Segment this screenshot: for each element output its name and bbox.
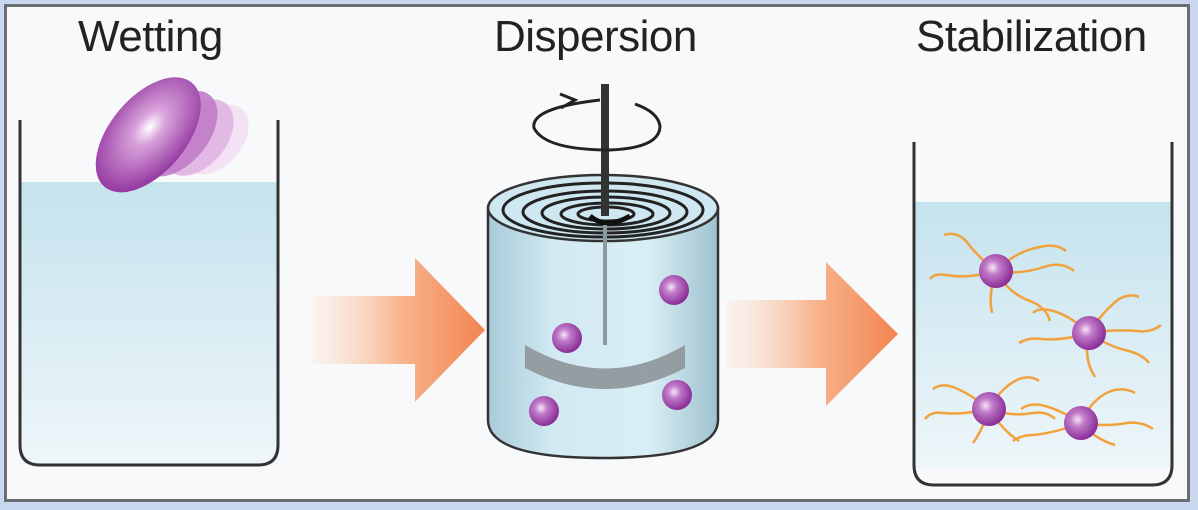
wetting-beaker-outline [18,120,280,467]
dispersion-mixer [486,173,720,460]
arrow-dispersion-to-stabilization [727,262,898,406]
stabilized-particle [1018,294,1162,378]
stage-label-dispersion: Dispersion [494,12,697,61]
stabilization-beaker-outline [912,142,1174,487]
wetting-liquid [20,182,278,464]
wetting-beaker [18,120,280,467]
arrow-wetting-to-dispersion [312,258,485,402]
dispersed-particle [529,396,559,426]
stabilized-particle [928,232,1075,322]
rotation-arrow-icon [532,92,662,152]
stage-label-wetting: Wetting [78,12,223,61]
dispersed-particle [662,380,692,410]
stabilized-particle [1012,388,1154,447]
dispersed-particle [659,275,689,305]
stage-label-stabilization: Stabilization [916,12,1147,61]
stabilization-liquid [914,202,1172,468]
wetting-particle [95,77,249,193]
dispersed-particle [552,323,582,353]
impeller-blade [525,345,685,389]
